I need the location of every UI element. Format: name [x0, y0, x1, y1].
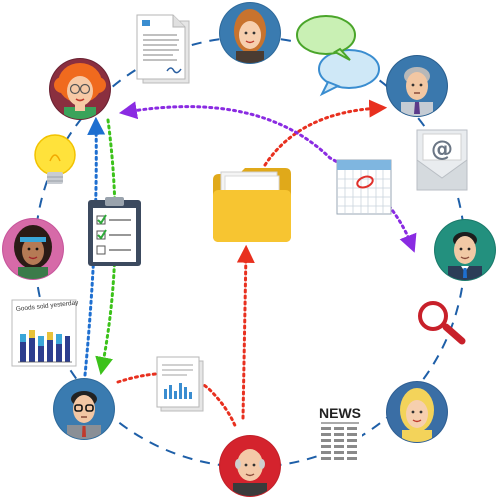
- chart-report-icon: Goods sold yesterday: [11, 299, 79, 367]
- svg-text:@: @: [431, 137, 453, 162]
- arrow-folder-to-man-grey: [263, 99, 388, 167]
- avatar-woman-headband: [2, 218, 64, 280]
- avatar-man-glasses: [53, 378, 115, 440]
- arrow-glasses-to-bald: [116, 372, 238, 430]
- checklist-clipboard-icon: [88, 197, 141, 266]
- avatar-man-bald: [219, 435, 281, 497]
- avatar-man-grey-hair: [386, 55, 448, 117]
- magnifier-icon: [418, 301, 466, 345]
- report-document-icon: [156, 356, 204, 412]
- email-envelope-icon: @: [416, 129, 468, 191]
- newspaper-icon: NEWS: [318, 404, 362, 468]
- avatar-woman-redhead: [49, 58, 111, 120]
- avatar-woman-blonde: [386, 381, 448, 443]
- avatar-man-dark-hair: [434, 219, 496, 281]
- shared-folder-icon: [213, 168, 291, 242]
- lightbulb-icon: [34, 134, 76, 184]
- speech-bubbles-icon: [296, 15, 380, 97]
- arrow-bald-to-folder: [236, 244, 255, 420]
- news-headline: NEWS: [319, 405, 361, 421]
- calendar-icon: [336, 159, 392, 215]
- avatar-woman-brown-hair: [219, 2, 281, 64]
- arrows-layer: [83, 99, 417, 430]
- contract-document-icon: [136, 14, 190, 84]
